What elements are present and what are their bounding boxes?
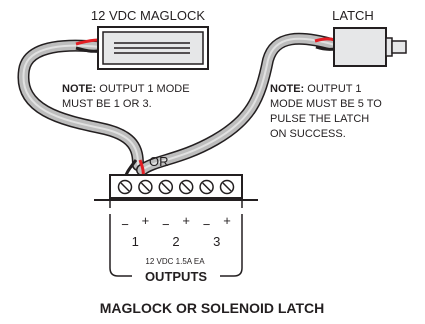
output-rating: 12 VDC 1.5A EA bbox=[145, 257, 205, 266]
outputs-label: OUTPUTS bbox=[145, 269, 207, 284]
output-numbers: 1 2 3 bbox=[132, 234, 221, 249]
maglock-wires bbox=[75, 38, 99, 53]
note2-line4: ON SUCCESS. bbox=[270, 128, 346, 140]
latch-cable bbox=[136, 32, 341, 176]
polarity-sign: + bbox=[182, 213, 190, 228]
output-number: 2 bbox=[172, 234, 179, 249]
maglock-device bbox=[97, 26, 209, 70]
diagram-caption: MAGLOCK OR SOLENOID LATCH bbox=[100, 300, 325, 316]
terminal-block bbox=[94, 174, 258, 208]
note2-line3: PULSE THE LATCH bbox=[270, 113, 369, 125]
maglock-cable bbox=[17, 39, 144, 171]
terminal-screw bbox=[219, 179, 235, 195]
note2-line2: MODE MUST BE 5 TO bbox=[270, 98, 382, 110]
polarity-sign: + bbox=[223, 213, 231, 228]
outputs-bracket bbox=[109, 214, 243, 277]
output-number: 1 bbox=[132, 234, 139, 249]
note1-line1: NOTE: OUTPUT 1 MODE bbox=[62, 83, 190, 95]
latch-device bbox=[333, 27, 407, 67]
maglock-title: 12 VDC MAGLOCK bbox=[91, 8, 205, 23]
terminal-screw bbox=[178, 179, 194, 195]
note1-line2: MUST BE 1 OR 3. bbox=[62, 98, 152, 110]
or-label: OR bbox=[149, 154, 169, 169]
latch-title: LATCH bbox=[332, 8, 374, 23]
polarity-sign: + bbox=[142, 213, 150, 228]
terminal-screw bbox=[199, 179, 214, 195]
terminal-polarity-signs: −+−+−+ bbox=[121, 213, 231, 232]
polarity-sign: − bbox=[203, 217, 211, 232]
polarity-sign: − bbox=[162, 217, 170, 232]
terminal-screws bbox=[117, 179, 235, 195]
terminal-screw bbox=[117, 179, 133, 195]
polarity-sign: − bbox=[121, 217, 129, 232]
terminal-screw bbox=[138, 179, 153, 195]
note2-line1: NOTE: OUTPUT 1 bbox=[270, 83, 362, 95]
output-number: 3 bbox=[213, 234, 220, 249]
terminal-screw bbox=[158, 179, 174, 195]
